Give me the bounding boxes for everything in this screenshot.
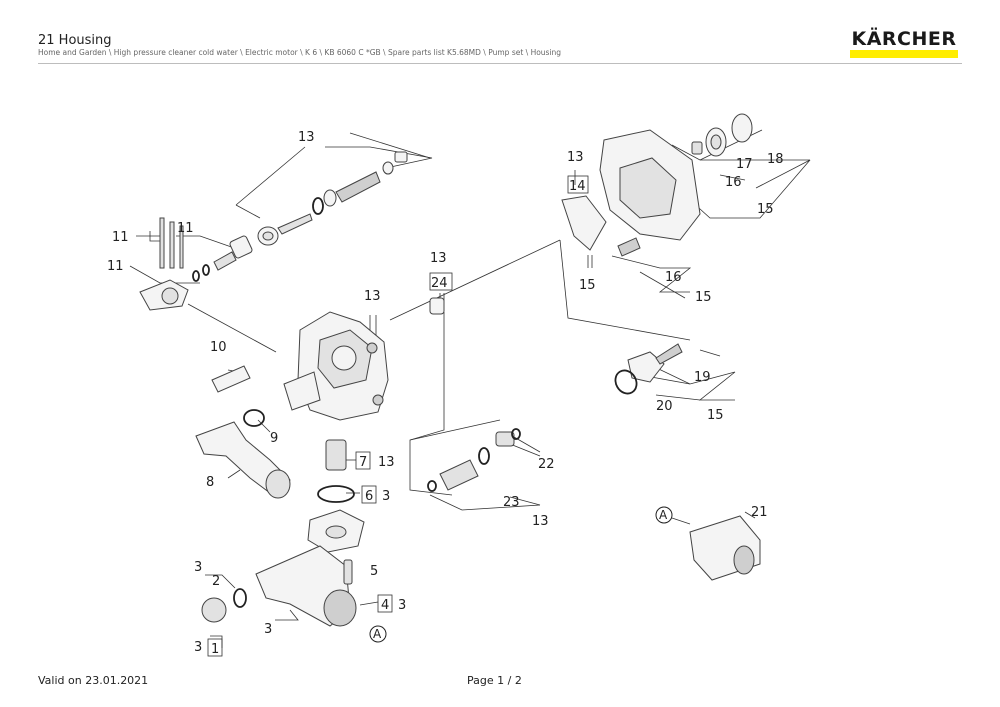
label-11-c: 11 xyxy=(107,259,124,274)
label-15-b: 15 xyxy=(695,290,712,305)
label-6: 6 xyxy=(365,489,373,504)
label-7: 7 xyxy=(359,455,367,470)
label-17: 17 xyxy=(736,157,753,172)
label-14: 14 xyxy=(569,179,586,194)
label-16-a: 16 xyxy=(725,175,742,190)
page-number: Page 1 / 2 xyxy=(467,674,522,687)
label-11-b: 11 xyxy=(177,221,194,236)
label-10: 10 xyxy=(210,340,227,355)
pin-part xyxy=(179,225,184,269)
label-8: 8 xyxy=(206,475,214,490)
label-3-6: 3 xyxy=(382,489,390,504)
label-3-bottom: 3 xyxy=(264,622,272,637)
label-13-23: 13 xyxy=(532,514,549,529)
valve-port xyxy=(161,287,179,305)
logo-text: KÄRCHER xyxy=(851,28,957,50)
spring-part xyxy=(335,171,381,203)
label-15-gasket: 15 xyxy=(579,278,596,293)
breadcrumb: Home and Garden \ High pressure cleaner … xyxy=(38,48,562,57)
pump-housing xyxy=(283,311,389,421)
label-13-pump: 13 xyxy=(364,289,381,304)
label-13-top: 13 xyxy=(298,130,315,145)
label-20: 20 xyxy=(656,399,673,414)
label-13-right: 13 xyxy=(567,150,584,165)
label-21: 21 xyxy=(751,505,768,520)
label-19: 19 xyxy=(694,370,711,385)
label-boxes xyxy=(207,175,589,657)
label-23: 23 xyxy=(503,495,520,510)
label-3-1: 3 xyxy=(194,640,202,655)
label-3-4: 3 xyxy=(398,598,406,613)
label-13-24: 13 xyxy=(430,251,447,266)
parts-left-column xyxy=(195,365,387,643)
label-2: 2 xyxy=(212,574,220,589)
parts-top-row xyxy=(139,151,408,311)
header-divider xyxy=(38,63,962,64)
label-5: 5 xyxy=(370,564,378,579)
label-a-bottom: A xyxy=(373,627,382,641)
label-11-a: 11 xyxy=(112,230,129,245)
label-16-b: 16 xyxy=(665,270,682,285)
label-1: 1 xyxy=(211,642,219,657)
pin-part xyxy=(169,221,175,269)
label-22: 22 xyxy=(538,457,555,472)
pin-part xyxy=(159,217,165,269)
label-9: 9 xyxy=(270,431,278,446)
parts-right-column xyxy=(427,113,761,581)
leader-lines xyxy=(129,129,811,648)
valid-date: Valid on 23.01.2021 xyxy=(38,674,149,687)
karcher-logo: KÄRCHER xyxy=(850,28,958,60)
label-4: 4 xyxy=(381,598,389,613)
label-13-7: 13 xyxy=(378,455,395,470)
label-15-a: 15 xyxy=(757,202,774,217)
label-18: 18 xyxy=(767,152,784,167)
label-15-c: 15 xyxy=(707,408,724,423)
label-3-2: 3 xyxy=(194,560,202,575)
logo-yellow-bar xyxy=(850,50,958,58)
label-a-right: A xyxy=(659,508,668,522)
part-number-labels: 13 11 11 11 13 13 24 10 9 8 7 13 6 3 5 4… xyxy=(107,130,784,657)
label-24: 24 xyxy=(431,276,448,291)
page-title: 21 Housing xyxy=(38,33,112,48)
